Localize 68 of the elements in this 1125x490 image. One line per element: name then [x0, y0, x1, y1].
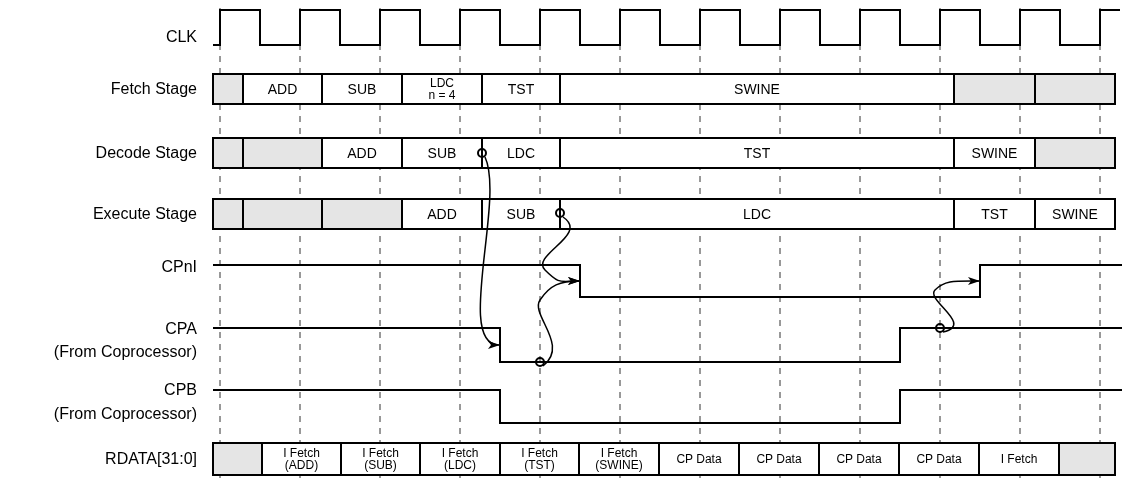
signal-name: Fetch Stage [110, 79, 197, 99]
pipeline-slot [953, 198, 1036, 230]
pipeline-slot [321, 137, 403, 169]
slot-text: TST [742, 145, 772, 161]
slot-text: I Fetch (ADD) [282, 447, 321, 471]
causality-arrow [932, 276, 980, 333]
signal-name: Decode Stage [95, 143, 197, 163]
pipeline-slot [738, 442, 820, 476]
slot-text: TST [506, 81, 536, 97]
slot-text: LDC [429, 77, 455, 89]
slot-text: SWINE [1051, 206, 1099, 222]
slot-text: LDC [742, 206, 772, 222]
pipeline-slot [658, 442, 740, 476]
event-marker [555, 208, 565, 218]
slot-text: SWINE [970, 145, 1019, 161]
slot-text: CP Data [755, 453, 803, 465]
slot-text: n = 4 [427, 89, 457, 101]
pipeline-slot [559, 198, 955, 230]
slot-text: I Fetch (TST) [520, 447, 559, 471]
pipeline-slot [261, 442, 342, 476]
pipeline-slot [898, 442, 980, 476]
event-marker [935, 323, 945, 333]
slot-text: CP Data [835, 453, 883, 465]
slot-text: I Fetch (SUB) [361, 447, 400, 471]
pipeline-slot [340, 442, 421, 476]
signal-name: CPnI [161, 257, 197, 277]
slot-text: SUB [346, 81, 378, 97]
slot-text: TST [980, 206, 1009, 222]
slot-text: I Fetch (LDC) [440, 447, 480, 471]
pipeline-slot [953, 137, 1036, 169]
pipeline-slot [321, 73, 403, 105]
pipeline-slot [1034, 198, 1116, 230]
pipeline-slot [481, 73, 561, 105]
signal-name: CLK [165, 27, 197, 47]
signal-name: CPB [164, 380, 197, 400]
slot-text: SUB [426, 145, 458, 161]
slot-text: ADD [266, 81, 299, 97]
slot-text: I Fetch [999, 453, 1039, 465]
pipeline-slot [481, 137, 561, 169]
pipeline-slot [242, 73, 323, 105]
pipeline-slot [559, 73, 955, 105]
pipeline-slot [401, 137, 483, 169]
pipeline-slot [419, 442, 501, 476]
slot-text: LDC [506, 145, 536, 161]
causality-arrow [537, 277, 580, 367]
slot-text: I Fetch (SWINE) [594, 447, 644, 471]
signal-name: Execute Stage [92, 204, 197, 224]
slot-text: CP Data [915, 453, 963, 465]
pipeline-slot [499, 442, 580, 476]
signal-name: (From Coprocessor) [53, 342, 197, 362]
slot-text: ADD [346, 145, 378, 161]
event-marker [477, 148, 487, 158]
pipeline-slot [481, 198, 561, 230]
slot-text: ADD [426, 206, 458, 222]
slot-text: SUB [505, 206, 537, 222]
pipeline-slot [559, 137, 955, 169]
pipeline-slot [578, 442, 660, 476]
signal-name: CPA [165, 319, 197, 339]
pipeline-slot [978, 442, 1060, 476]
signal-name: RDATA[31:0] [105, 449, 197, 469]
pipeline-slot [401, 73, 483, 105]
pipeline-slot [818, 442, 900, 476]
signal-name: (From Coprocessor) [53, 404, 197, 424]
slot-text: SWINE [733, 81, 781, 97]
pipeline-slot [401, 198, 483, 230]
slot-text: CP Data [675, 453, 723, 465]
event-marker [535, 357, 545, 367]
causality-arrow [479, 156, 500, 346]
